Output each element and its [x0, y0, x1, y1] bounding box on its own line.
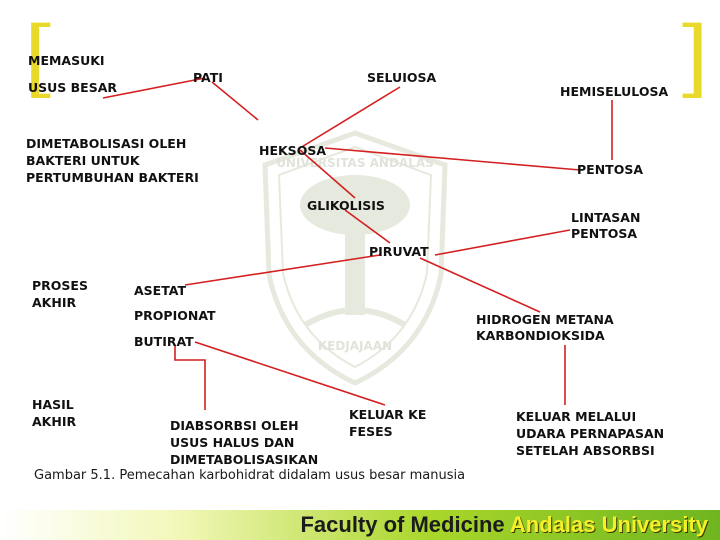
- label-lintasan-line1: LINTASAN: [571, 210, 641, 225]
- label-pati: PATI: [193, 70, 223, 85]
- line-lintasan-piruvat: [434, 229, 571, 256]
- label-diabsorbsi-line2: USUS HALUS DAN: [170, 435, 295, 450]
- label-keluar-udara-line3: SETELAH ABSORBSI: [516, 443, 655, 458]
- label-usus-besar: USUS BESAR: [28, 80, 118, 95]
- footer-bar: Faculty of Medicine Andalas University: [0, 510, 720, 540]
- label-keluar-udara-line2: UDARA PERNAPASAN: [516, 426, 665, 441]
- label-dimetabolisasi-line3: PERTUMBUHAN BAKTERI: [26, 170, 199, 185]
- line-piruvat-asetat: [184, 254, 381, 286]
- label-heksosa: HEKSOSA: [259, 143, 326, 158]
- footer-university: Andalas University: [509, 512, 708, 537]
- label-propionat: PROPIONAT: [134, 308, 216, 323]
- label-hasil-line1: HASIL: [32, 397, 74, 412]
- label-butirat: BUTIRAT: [134, 334, 194, 349]
- label-hasil-line2: AKHIR: [32, 414, 77, 429]
- line-butirat-keluar-feses: [194, 341, 386, 406]
- line-heksosa-glikolisis: [299, 149, 356, 199]
- line-pentosa-heksosa: [324, 147, 581, 171]
- label-pentosa: PENTOSA: [577, 162, 643, 177]
- line-piruvat-hidrogen: [419, 257, 541, 313]
- university-seal-watermark: UNIVERSITAS ANDALAS KEDJAJAAN: [262, 130, 448, 386]
- label-asetat: ASETAT: [134, 283, 187, 298]
- label-diabsorbsi-line3: DIMETABOLISASIKAN: [170, 452, 319, 467]
- seal-bottom-text: KEDJAJAAN: [318, 339, 392, 353]
- right-bracket: ]: [676, 9, 709, 107]
- seal-top-text: UNIVERSITAS ANDALAS: [276, 156, 434, 170]
- footer-faculty: Faculty of Medicine: [300, 512, 510, 537]
- label-proses-line2: AKHIR: [32, 295, 77, 310]
- line-seluiosa-heksosa: [299, 86, 401, 149]
- left-bracket: [: [24, 9, 57, 107]
- label-keluar-feses-line2: FESES: [349, 424, 393, 439]
- label-memasuki: MEMASUKI: [28, 53, 105, 68]
- label-glikolisis: GLIKOLISIS: [307, 198, 385, 213]
- label-diabsorbsi-line1: DIABSORBSI OLEH: [170, 418, 299, 433]
- label-proses-line1: PROSES: [32, 278, 88, 293]
- label-seluiosa: SELUIOSA: [367, 70, 437, 85]
- label-hidrogen-line1: HIDROGEN METANA: [476, 312, 614, 327]
- line-pati-usus: [102, 77, 206, 99]
- label-piruvat: PIRUVAT: [369, 244, 429, 259]
- figure-caption: Gambar 5.1. Pemecahan karbohidrat didala…: [34, 468, 466, 483]
- label-keluar-feses-line1: KELUAR KE: [349, 407, 427, 422]
- label-hidrogen-line2: KARBONDIOKSIDA: [476, 328, 605, 343]
- line-pati-dimetabolisasi: [211, 81, 259, 121]
- label-dimetabolisasi-line2: BAKTERI UNTUK: [26, 153, 140, 168]
- label-lintasan-line2: PENTOSA: [571, 226, 637, 241]
- label-hemiselulosa: HEMISELULOSA: [560, 84, 669, 99]
- label-keluar-udara-line1: KELUAR MELALUI: [516, 409, 637, 424]
- label-dimetabolisasi-line1: DIMETABOLISASI OLEH: [26, 136, 187, 151]
- line-glikolisis-piruvat: [344, 209, 391, 244]
- line-butirat-diabsorbsi: [174, 345, 206, 410]
- footer-title: Faculty of Medicine Andalas University: [300, 512, 708, 538]
